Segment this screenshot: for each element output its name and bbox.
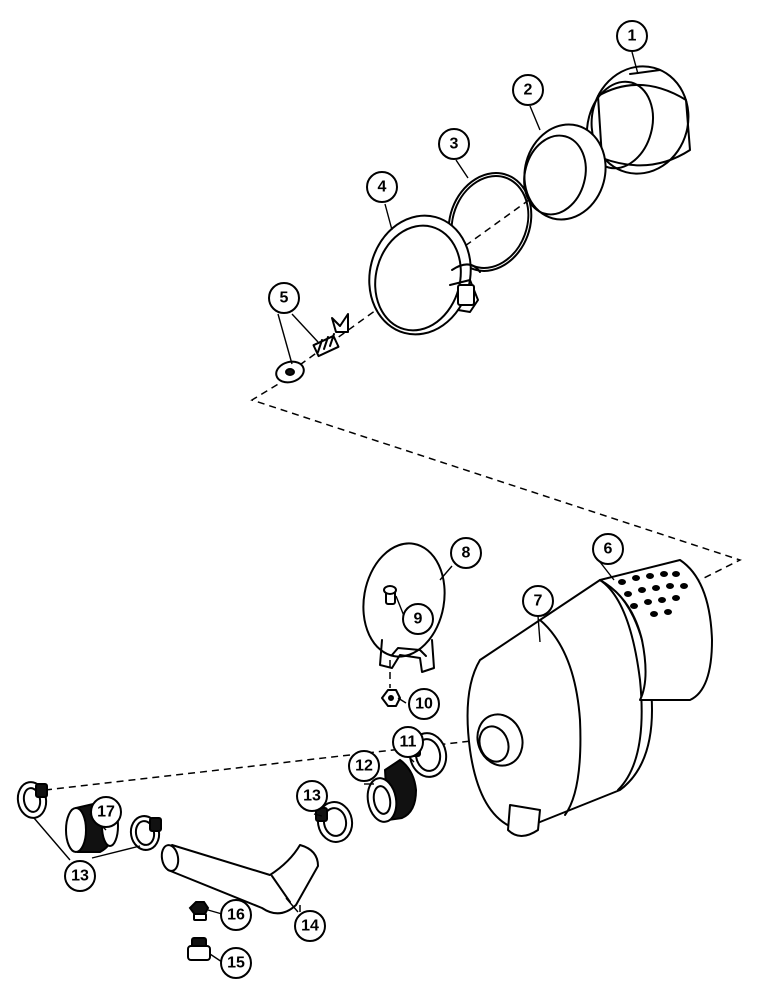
callout-9: 9 — [402, 603, 434, 635]
svg-text:5: 5 — [280, 290, 289, 307]
callout-8: 8 — [450, 537, 482, 569]
callout-13-left: 13 — [64, 860, 96, 892]
callout-11: 11 — [392, 726, 424, 758]
part-8-mounting-band — [362, 542, 446, 673]
svg-text:12: 12 — [355, 758, 373, 775]
svg-text:16: 16 — [227, 907, 245, 924]
callout-6: 6 — [592, 533, 624, 565]
part-9-bolt — [383, 585, 397, 605]
part-2-ring — [523, 123, 607, 221]
svg-text:15: 15 — [227, 955, 245, 972]
svg-text:9: 9 — [414, 611, 423, 628]
callout-7: 7 — [522, 585, 554, 617]
svg-text:6: 6 — [604, 541, 613, 558]
svg-text:13: 13 — [71, 868, 89, 885]
precleaner-holes — [618, 571, 688, 617]
callout-10: 10 — [408, 688, 440, 720]
callout-13-right: 13 — [296, 780, 328, 812]
svg-text:1: 1 — [628, 28, 637, 45]
svg-text:3: 3 — [450, 136, 459, 153]
part-4-clamp-band — [368, 214, 481, 336]
svg-text:4: 4 — [378, 179, 387, 196]
part-5-wing-bolt-washer — [275, 313, 349, 384]
callout-17: 17 — [90, 796, 122, 828]
callout-2: 2 — [512, 74, 544, 106]
svg-text:2: 2 — [524, 82, 533, 99]
svg-text:13: 13 — [303, 788, 321, 805]
part-6-precleaner-cap — [599, 559, 713, 701]
callout-3: 3 — [438, 128, 470, 160]
part-16-plug — [188, 901, 210, 921]
svg-text:14: 14 — [301, 918, 319, 935]
svg-text:7: 7 — [534, 593, 543, 610]
svg-text:11: 11 — [400, 734, 417, 751]
callout-5: 5 — [268, 282, 300, 314]
svg-text:8: 8 — [462, 545, 471, 562]
part-1-cup — [586, 65, 691, 175]
svg-text:17: 17 — [97, 804, 115, 821]
callout-1: 1 — [616, 20, 648, 52]
part-12-reducer — [366, 758, 418, 823]
part-7-filter-housing — [466, 579, 653, 837]
part-14-elbow-hose — [160, 844, 319, 915]
callout-12: 12 — [348, 750, 380, 782]
svg-text:10: 10 — [415, 696, 433, 713]
callout-14: 14 — [294, 910, 326, 942]
part-13-hose-clamp-middle — [129, 815, 162, 851]
callout-4: 4 — [366, 171, 398, 203]
part-13-hose-clamp-left — [16, 781, 48, 819]
callout-15: 15 — [220, 947, 252, 979]
part-15-fitting — [187, 937, 211, 961]
part-10-nut — [381, 689, 401, 707]
callout-16: 16 — [220, 899, 252, 931]
